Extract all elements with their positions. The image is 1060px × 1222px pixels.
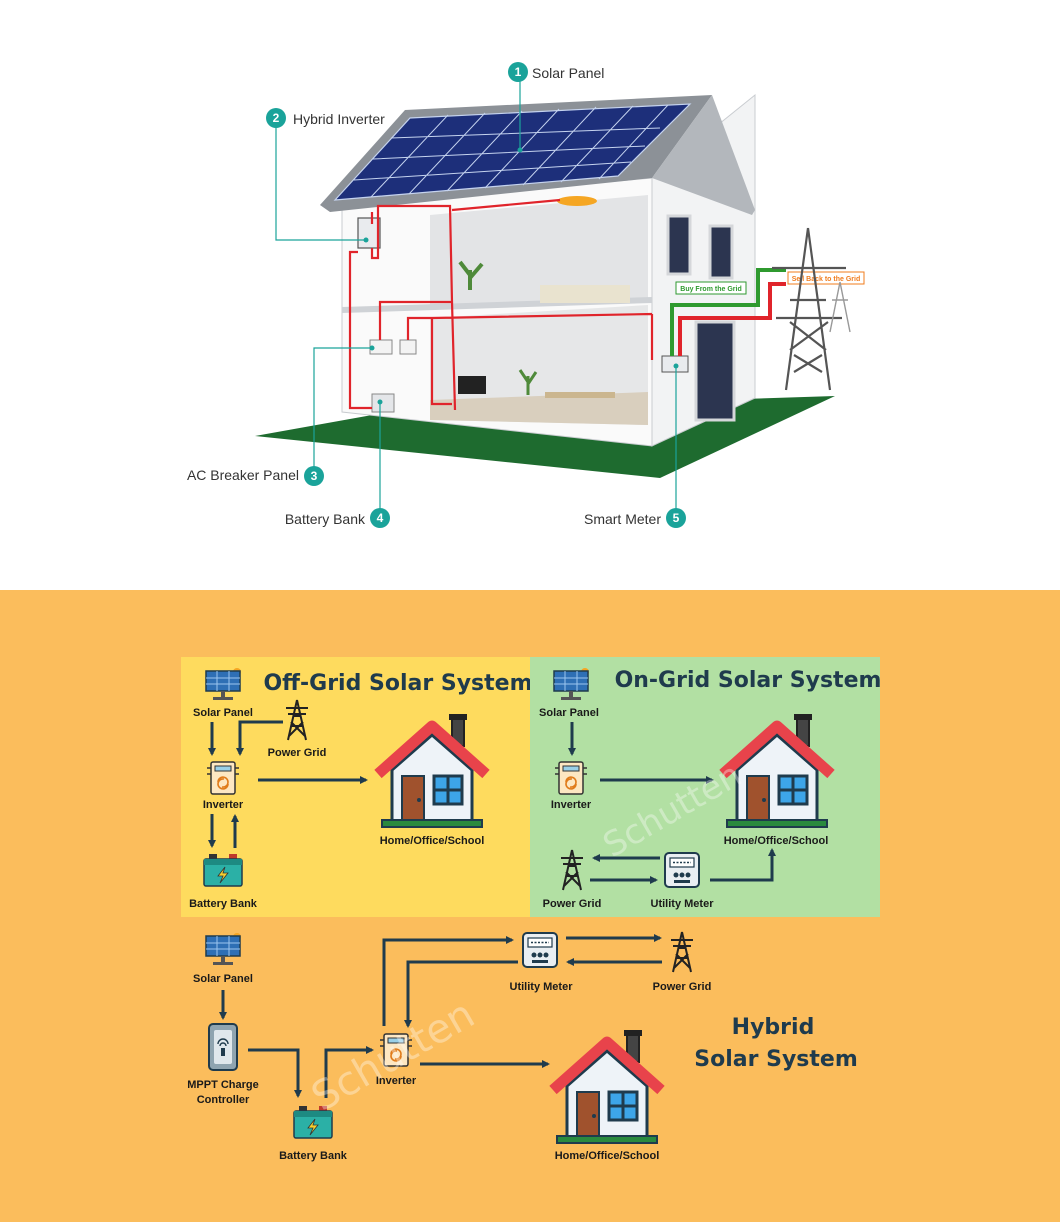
sell-line xyxy=(678,282,786,356)
door xyxy=(694,320,736,422)
on-grid-title: On-Grid Solar System xyxy=(615,668,882,693)
on-grid-panel: On-Grid Solar System Solar Panel Inverte… xyxy=(530,657,881,917)
callout-ac-breaker-panel: 3 AC Breaker Panel xyxy=(187,466,324,486)
off-grid-solar-panel-label: Solar Panel xyxy=(193,707,253,719)
hybrid-title-line1: Hybrid xyxy=(732,1015,815,1040)
transmission-tower xyxy=(772,227,851,391)
battery-icon xyxy=(203,853,243,887)
dining-table xyxy=(545,392,615,398)
breaker-panel-device xyxy=(399,339,417,355)
hybrid-section: Hybrid Solar System Solar Panel MPPT Cha… xyxy=(187,931,858,1162)
window xyxy=(666,214,692,276)
sell-sign xyxy=(787,271,865,285)
inverter-icon xyxy=(554,761,588,795)
off-grid-home-label: Home/Office/School xyxy=(380,835,485,847)
battery-bank-device xyxy=(371,393,395,413)
hybrid-arrows xyxy=(219,934,662,1098)
utility-meter-icon xyxy=(664,852,700,888)
off-grid-panel: Off-Grid Solar System Solar Panel Power … xyxy=(181,657,533,917)
plant xyxy=(458,260,484,290)
off-grid-inverter-label: Inverter xyxy=(203,799,244,811)
buy-sign-label: Buy From the Grid xyxy=(680,286,741,293)
svg-text:Hybrid Inverter: Hybrid Inverter xyxy=(293,111,385,127)
roof-trim xyxy=(652,95,755,215)
hybrid-utility-meter-label: Utility Meter xyxy=(510,981,574,993)
interior-room xyxy=(430,195,648,308)
on-grid-solar-panel-label: Solar Panel xyxy=(539,707,599,719)
tv xyxy=(458,376,486,394)
callout-smart-meter: 5 Smart Meter xyxy=(584,508,686,528)
utility-meter-icon xyxy=(522,932,558,968)
buy-sign xyxy=(675,281,747,295)
hybrid-power-grid-label: Power Grid xyxy=(653,981,712,993)
svg-text:3: 3 xyxy=(311,469,318,483)
hybrid-battery-label: Battery Bank xyxy=(279,1150,348,1162)
on-grid-power-grid-label: Power Grid xyxy=(543,898,602,910)
callout-solar-panel: 1 Solar Panel xyxy=(508,62,604,82)
svg-text:Solar Panel: Solar Panel xyxy=(532,65,604,81)
callout-battery-bank: 4 Battery Bank xyxy=(285,508,390,528)
hybrid-mppt-label-line2: Controller xyxy=(197,1094,250,1106)
svg-text:2: 2 xyxy=(273,111,280,125)
sell-sign-label: Sell Back to the Grid xyxy=(792,276,860,283)
hybrid-inverter-label: Inverter xyxy=(376,1075,417,1087)
svg-text:5: 5 xyxy=(673,511,680,525)
hybrid-home-label: Home/Office/School xyxy=(555,1150,660,1162)
on-grid-arrows xyxy=(568,722,776,884)
floor xyxy=(430,392,648,425)
buy-line xyxy=(670,268,786,356)
hybrid-title-line2: Solar System xyxy=(694,1047,858,1072)
hybrid-mppt-label-line1: MPPT Charge xyxy=(187,1079,259,1091)
on-grid-utility-meter-label: Utility Meter xyxy=(651,898,715,910)
on-grid-inverter-label: Inverter xyxy=(551,799,592,811)
house-cutaway-diagram: Buy From the Grid Sell Back to the Grid … xyxy=(187,62,865,528)
sofa xyxy=(540,285,630,303)
svg-text:4: 4 xyxy=(377,511,384,525)
hybrid-solar-panel-label: Solar Panel xyxy=(193,973,253,985)
window xyxy=(708,224,734,280)
callout-hybrid-inverter: 2 Hybrid Inverter xyxy=(266,108,385,128)
svg-text:1: 1 xyxy=(515,65,522,79)
solar-array xyxy=(333,103,692,201)
svg-text:Smart Meter: Smart Meter xyxy=(584,511,661,527)
off-grid-battery-label: Battery Bank xyxy=(189,898,258,910)
svg-text:Battery Bank: Battery Bank xyxy=(285,511,366,527)
plant xyxy=(518,369,538,395)
off-grid-arrows xyxy=(208,720,368,848)
off-grid-title: Off-Grid Solar System xyxy=(263,671,532,696)
svg-text:AC Breaker Panel: AC Breaker Panel xyxy=(187,467,299,483)
hybrid-inverter-device xyxy=(357,217,381,249)
mppt-controller-icon xyxy=(208,1023,238,1071)
inverter-icon xyxy=(206,761,240,795)
off-grid-power-grid-label: Power Grid xyxy=(268,747,327,759)
on-grid-home-label: Home/Office/School xyxy=(724,835,829,847)
red-wiring xyxy=(348,198,654,411)
